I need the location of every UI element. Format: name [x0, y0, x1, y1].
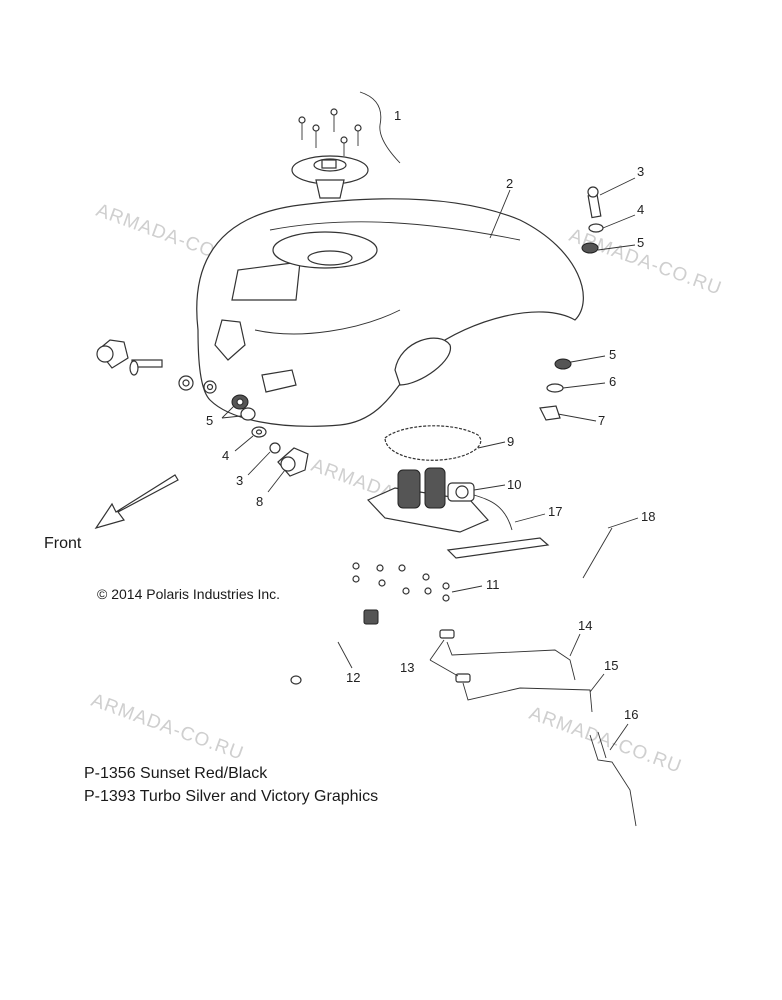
callout-5b: 5 — [609, 347, 616, 362]
leader-17 — [514, 513, 546, 523]
left-bolt[interactable] — [129, 359, 163, 376]
callout-2: 2 — [506, 176, 513, 191]
leader-14 — [569, 633, 581, 657]
vent-rod[interactable] — [582, 527, 613, 579]
fuel-line[interactable] — [290, 609, 379, 685]
vent-hose-16[interactable] — [589, 731, 637, 827]
gasket[interactable] — [384, 425, 482, 461]
vent-hose-14[interactable] — [446, 641, 576, 681]
leader-11 — [451, 585, 483, 593]
leader-5b — [570, 355, 606, 363]
callout-5a: 5 — [637, 235, 644, 250]
pump-harness[interactable] — [446, 494, 550, 559]
leader-10 — [473, 484, 506, 491]
leader-5c-2 — [221, 415, 242, 419]
leader-13b — [429, 659, 459, 677]
leader-3b — [247, 451, 271, 476]
leader-7 — [557, 413, 597, 422]
leader-12 — [337, 641, 353, 669]
callout-14: 14 — [578, 618, 592, 633]
leader-8 — [267, 469, 286, 493]
grommet-left[interactable] — [231, 394, 256, 421]
left-connector[interactable] — [96, 339, 129, 369]
front-label: Front — [44, 535, 82, 552]
grommet-mid[interactable] — [554, 358, 572, 370]
callout-3b: 3 — [236, 473, 243, 488]
mount-bolt-top[interactable] — [587, 186, 602, 219]
vent-fitting-lower[interactable] — [455, 673, 471, 683]
leader-6 — [562, 382, 606, 389]
callout-6: 6 — [609, 374, 616, 389]
front-arrow — [94, 474, 179, 530]
callout-15: 15 — [604, 658, 618, 673]
watermark-5: ARMADA-CO.RU — [526, 703, 684, 778]
leader-5a — [597, 244, 636, 251]
fuel-cap-assembly[interactable] — [291, 108, 369, 199]
grommet-top[interactable] — [581, 242, 599, 254]
leader-16 — [609, 723, 629, 751]
leader-18 — [607, 517, 639, 529]
clip-nut[interactable] — [539, 405, 561, 421]
leader-4a — [602, 214, 636, 229]
callout-4b: 4 — [222, 448, 229, 463]
leader-2 — [489, 189, 511, 239]
callout-3a: 3 — [637, 164, 644, 179]
callout-4a: 4 — [637, 202, 644, 217]
bolt-left[interactable] — [269, 442, 281, 454]
callout-8: 8 — [256, 494, 263, 509]
note-1: P-1356 Sunset Red/Black — [84, 765, 268, 782]
note-2: P-1393 Turbo Silver and Victory Graphics — [84, 788, 378, 805]
callout-5c: 5 — [206, 413, 213, 428]
washer-left[interactable] — [251, 426, 267, 438]
spacer-mid[interactable] — [546, 383, 564, 393]
watermark-4: ARMADA-CO.RU — [88, 690, 246, 765]
leader-3a — [599, 177, 636, 196]
callout-1: 1 — [394, 108, 401, 123]
callout-16: 16 — [624, 707, 638, 722]
callout-18: 18 — [641, 509, 655, 524]
bracket-1 — [359, 91, 401, 164]
callout-7: 7 — [598, 413, 605, 428]
callout-10: 10 — [507, 477, 521, 492]
leader-4b — [234, 435, 254, 452]
left-washer-1[interactable] — [178, 375, 194, 391]
leader-13a — [429, 639, 445, 661]
leader-9 — [477, 441, 506, 449]
watermark-2: ARMADA-CO.RU — [566, 225, 724, 300]
callout-12: 12 — [346, 670, 360, 685]
left-washer-2[interactable] — [203, 380, 217, 394]
leader-15 — [589, 673, 605, 693]
copyright-text: © 2014 Polaris Industries Inc. — [97, 586, 280, 602]
callout-11: 11 — [486, 577, 500, 592]
fuel-tank[interactable] — [196, 198, 584, 427]
washer-top[interactable] — [588, 223, 604, 233]
callout-9: 9 — [507, 434, 514, 449]
fuel-pump-assembly[interactable] — [366, 467, 490, 533]
callout-13: 13 — [400, 660, 414, 675]
rear-mount-bracket[interactable] — [277, 447, 309, 477]
pump-screws[interactable] — [352, 562, 450, 602]
leader-5c-1 — [221, 405, 235, 419]
vent-fitting-upper[interactable] — [439, 629, 455, 639]
vent-hose-15[interactable] — [462, 682, 593, 713]
callout-17: 17 — [548, 504, 562, 519]
